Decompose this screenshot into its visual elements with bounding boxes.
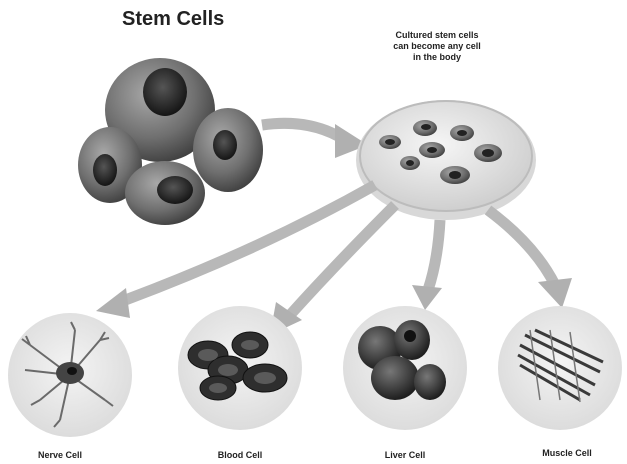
- blood-cell-image: [178, 306, 302, 430]
- dish-caption-line-3: in the body: [357, 52, 517, 63]
- arrow-to-dish: [262, 123, 345, 140]
- liver-cell-image: [343, 306, 467, 430]
- muscle-cell-label: Muscle Cell: [512, 448, 622, 458]
- arrow-to-muscle: [488, 210, 555, 285]
- arrow-to-liver: [428, 220, 440, 290]
- nerve-cell-image: [8, 313, 132, 437]
- stem-cell-cluster: [78, 58, 263, 225]
- blood-cell-label: Blood Cell: [185, 450, 295, 460]
- diagram-title: Stem Cells: [122, 8, 224, 31]
- dish-caption-line-1: Cultured stem cells: [357, 30, 517, 41]
- dish-caption-line-2: can become any cell: [357, 41, 517, 52]
- muscle-cell-image: [498, 306, 622, 430]
- nerve-cell-label: Nerve Cell: [5, 450, 115, 460]
- petri-dish: [356, 100, 536, 220]
- liver-cell-label: Liver Cell: [350, 450, 460, 460]
- dish-caption: Cultured stem cells can become any cell …: [357, 30, 517, 63]
